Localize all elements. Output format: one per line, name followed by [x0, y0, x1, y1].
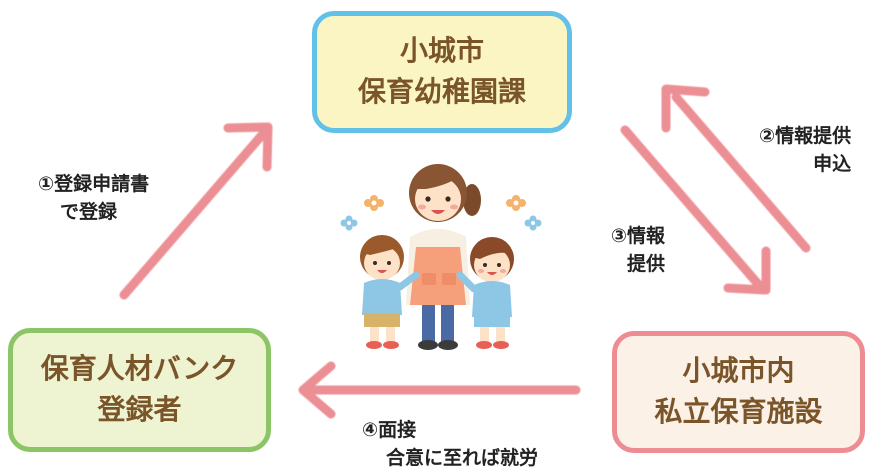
node-private-childcare-facility: 小城市内 私立保育施設 [612, 331, 865, 453]
step-label-line1: ③情報 [610, 225, 666, 247]
node-title-line2: 保育幼稚園課 [357, 75, 526, 108]
flower-icon [340, 215, 358, 231]
teacher-figure [406, 164, 481, 350]
step-label-interview: ④面接 合意に至れば就労 [362, 417, 538, 472]
node-title-line1: 保育人材バンク [40, 352, 239, 386]
step-label-line2: で登録 [60, 200, 118, 223]
step-label-line1: ②情報提供 [759, 125, 852, 147]
step-label-line2: 提供 [627, 252, 666, 275]
step-label-line1: ④面接 [362, 419, 417, 441]
arrow-register [119, 122, 273, 300]
step-label-line2: 合意に至れば就労 [386, 446, 539, 469]
node-title-line1: 小城市内 [682, 354, 795, 388]
step-label-info-provide: ③情報 提供 [609, 223, 665, 278]
node-talent-bank-registrant: 保育人材バンク 登録者 [8, 328, 271, 452]
node-title-line2: 私立保育施設 [654, 395, 823, 428]
step-label-line1: ①登録申請書 [38, 173, 150, 195]
flower-icon [524, 215, 542, 231]
arrow-info-request [661, 84, 811, 253]
step-label-line2: 申込 [813, 152, 852, 175]
child-figure [456, 237, 514, 349]
child-figure [360, 235, 420, 349]
arrow-interview [298, 361, 581, 419]
teacher-with-children-icon [340, 164, 542, 350]
arrow-info-provide [620, 125, 771, 295]
step-label-register: ①登録申請書 で登録 [38, 171, 149, 226]
node-title-line2: 登録者 [97, 393, 182, 426]
node-city-childcare-division: 小城市 保育幼稚園課 [312, 11, 572, 133]
flower-icon [506, 195, 526, 211]
node-title-line1: 小城市 [399, 34, 484, 68]
step-label-info-request: ②情報提供 申込 [759, 123, 851, 178]
flower-icon [364, 195, 384, 211]
